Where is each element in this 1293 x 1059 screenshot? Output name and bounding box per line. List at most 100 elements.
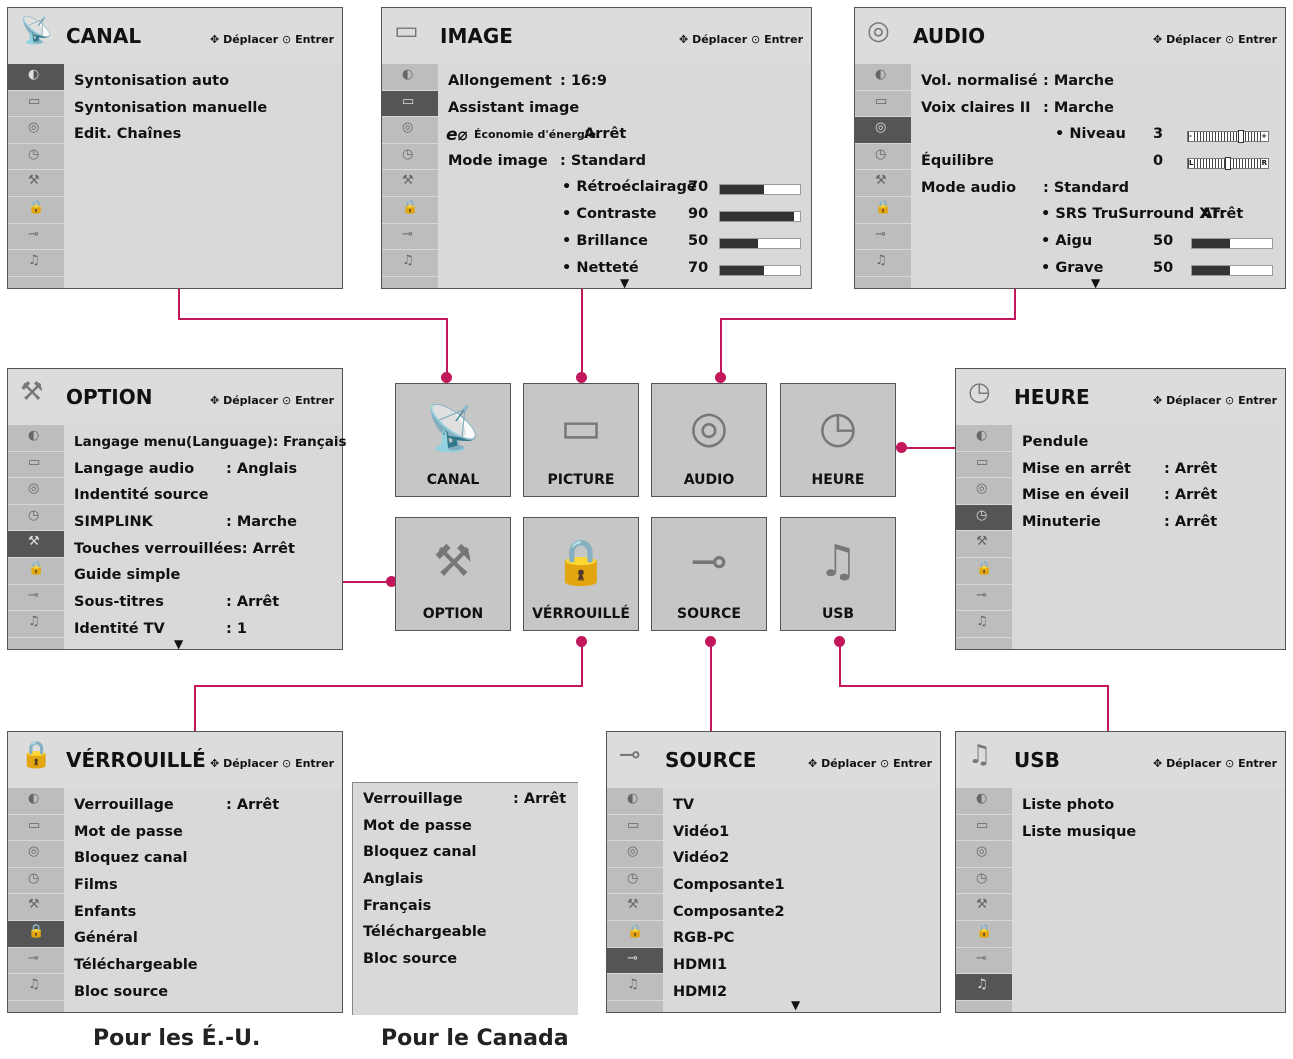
menu-item[interactable]: Syntonisation manuelle	[74, 100, 268, 116]
sharpness-label[interactable]: • Netteté	[562, 260, 639, 276]
sidebar-option[interactable]: ⚒	[956, 894, 1012, 921]
sidebar-audio[interactable]: ◎	[956, 478, 1012, 505]
menu-item[interactable]: Téléchargeable	[74, 957, 198, 973]
backlight-slider[interactable]	[719, 184, 801, 195]
sidebar-usb[interactable]: ♫	[956, 974, 1012, 1001]
sidebar-verrouille[interactable]: 🔒	[8, 558, 64, 585]
sidebar-usb[interactable]: ♫	[956, 611, 1012, 638]
srs-label[interactable]: • SRS TruSurround XT:	[1041, 206, 1226, 222]
menu-item[interactable]: Minuterie	[1022, 514, 1101, 530]
sidebar-verrouille[interactable]: 🔒	[956, 921, 1012, 948]
menu-item[interactable]: Anglais	[363, 871, 424, 887]
menu-item[interactable]: Bloc source	[363, 951, 458, 967]
menu-item[interactable]: Vidéo2	[673, 850, 730, 866]
menu-item[interactable]: Bloquez canal	[363, 844, 477, 860]
sidebar-canal[interactable]: ◐	[607, 788, 663, 815]
menu-item[interactable]: Langage menu(Language): Français	[74, 434, 347, 450]
tile-source[interactable]: ⊸ SOURCE	[651, 517, 767, 631]
menu-item[interactable]: Bloc source	[74, 984, 169, 1000]
menu-item[interactable]: TV	[673, 797, 695, 813]
menu-item[interactable]: HDMI2	[673, 984, 728, 1000]
menu-item[interactable]: Identité TV	[74, 621, 165, 637]
sharpness-slider[interactable]	[719, 265, 801, 276]
sidebar-source[interactable]: ⊸	[855, 224, 911, 251]
menu-item[interactable]: Films	[74, 877, 118, 893]
menu-item[interactable]: Mot de passe	[74, 824, 183, 840]
auto-volume-label[interactable]: Vol. normalisé	[921, 73, 1038, 89]
scroll-down-arrow-icon[interactable]: ▼	[1091, 276, 1101, 290]
contrast-label[interactable]: • Contraste	[562, 206, 657, 222]
brightness-label[interactable]: • Brillance	[562, 233, 648, 249]
sidebar-image[interactable]: ▭	[855, 91, 911, 118]
menu-item[interactable]: Verrouillage	[74, 797, 174, 813]
sidebar-verrouille[interactable]: 🔒	[607, 921, 663, 948]
backlight-label[interactable]: • Rétroéclairage	[562, 179, 697, 195]
sidebar-image[interactable]: ▭	[956, 452, 1012, 479]
menu-item[interactable]: Bloquez canal	[74, 850, 188, 866]
sidebar-heure[interactable]: ◷	[8, 505, 64, 532]
sidebar-image[interactable]: ▭	[8, 91, 64, 118]
sidebar-audio[interactable]: ◎	[956, 841, 1012, 868]
sidebar-heure[interactable]: ◷	[382, 144, 438, 171]
sidebar-heure[interactable]: ◷	[956, 868, 1012, 895]
treble-slider[interactable]	[1191, 238, 1273, 249]
sidebar-usb[interactable]: ♫	[8, 974, 64, 1001]
sidebar-heure[interactable]: ◷	[8, 868, 64, 895]
menu-item[interactable]: Enfants	[74, 904, 137, 920]
sidebar-canal[interactable]: ◐	[382, 64, 438, 91]
sidebar-source[interactable]: ⊸	[956, 585, 1012, 612]
picture-mode-label[interactable]: Mode image	[448, 153, 548, 169]
sidebar-option[interactable]: ⚒	[8, 170, 64, 197]
scroll-down-arrow-icon[interactable]: ▼	[174, 637, 184, 651]
menu-item[interactable]: Indentité source	[74, 487, 209, 503]
sidebar-option[interactable]: ⚒	[8, 531, 64, 558]
clear-voice-label[interactable]: Voix claires II	[921, 100, 1031, 116]
sidebar-canal[interactable]: ◐	[956, 425, 1012, 452]
aspect-ratio-label[interactable]: Allongement	[448, 73, 552, 89]
sidebar-usb[interactable]: ♫	[8, 611, 64, 638]
menu-item[interactable]: Téléchargeable	[363, 924, 487, 940]
balance-label[interactable]: Équilibre	[921, 153, 994, 169]
sidebar-audio[interactable]: ◎	[855, 117, 911, 144]
sidebar-option[interactable]: ⚒	[382, 170, 438, 197]
menu-item[interactable]: Mise en arrêt	[1022, 461, 1131, 477]
sidebar-source[interactable]: ⊸	[956, 948, 1012, 975]
sidebar-audio[interactable]: ◎	[8, 117, 64, 144]
sidebar-source[interactable]: ⊸	[607, 947, 663, 975]
sidebar-usb[interactable]: ♫	[607, 974, 663, 1001]
scroll-down-arrow-icon[interactable]: ▼	[620, 276, 630, 290]
tile-canal[interactable]: 📡 CANAL	[395, 383, 511, 497]
menu-item[interactable]: Langage audio	[74, 461, 195, 477]
picture-wizard[interactable]: Assistant image	[448, 100, 580, 116]
sidebar-verrouille[interactable]: 🔒	[855, 197, 911, 224]
menu-item[interactable]: Français	[363, 898, 432, 914]
energy-saving-label[interactable]: Économie d'énergie:	[474, 128, 601, 141]
sidebar-heure[interactable]: ◷	[607, 868, 663, 895]
sidebar-canal[interactable]: ◐	[855, 64, 911, 91]
sidebar-audio[interactable]: ◎	[607, 841, 663, 868]
sidebar-usb[interactable]: ♫	[855, 250, 911, 277]
level-label[interactable]: • Niveau	[1055, 126, 1126, 142]
sound-mode-label[interactable]: Mode audio	[921, 180, 1017, 196]
sidebar-heure[interactable]: ◷	[855, 144, 911, 171]
menu-item[interactable]: Touches verrouillées: Arrêt	[74, 541, 295, 557]
menu-item[interactable]: SIMPLINK	[74, 514, 153, 530]
brightness-slider[interactable]	[719, 238, 801, 249]
sidebar-option[interactable]: ⚒	[855, 170, 911, 197]
scroll-down-arrow-icon[interactable]: ▼	[791, 998, 801, 1012]
slider-thumb[interactable]	[1237, 130, 1244, 143]
sidebar-audio[interactable]: ◎	[382, 117, 438, 144]
sidebar-option[interactable]: ⚒	[956, 531, 1012, 558]
sidebar-canal[interactable]: ◐	[8, 788, 64, 815]
sidebar-verrouille[interactable]: 🔒	[8, 920, 64, 948]
sidebar-canal[interactable]: ◐	[8, 64, 64, 91]
menu-item[interactable]: RGB-PC	[673, 930, 735, 946]
sidebar-heure[interactable]: ◷	[956, 504, 1012, 532]
contrast-slider[interactable]	[719, 211, 801, 222]
treble-label[interactable]: • Aigu	[1041, 233, 1093, 249]
menu-item[interactable]: Mise en éveil	[1022, 487, 1130, 503]
tile-picture[interactable]: ▭ PICTURE	[523, 383, 639, 497]
sidebar-canal[interactable]: ◐	[956, 788, 1012, 815]
menu-item[interactable]: Composante2	[673, 904, 785, 920]
menu-item[interactable]: Edit. Chaînes	[74, 126, 182, 142]
